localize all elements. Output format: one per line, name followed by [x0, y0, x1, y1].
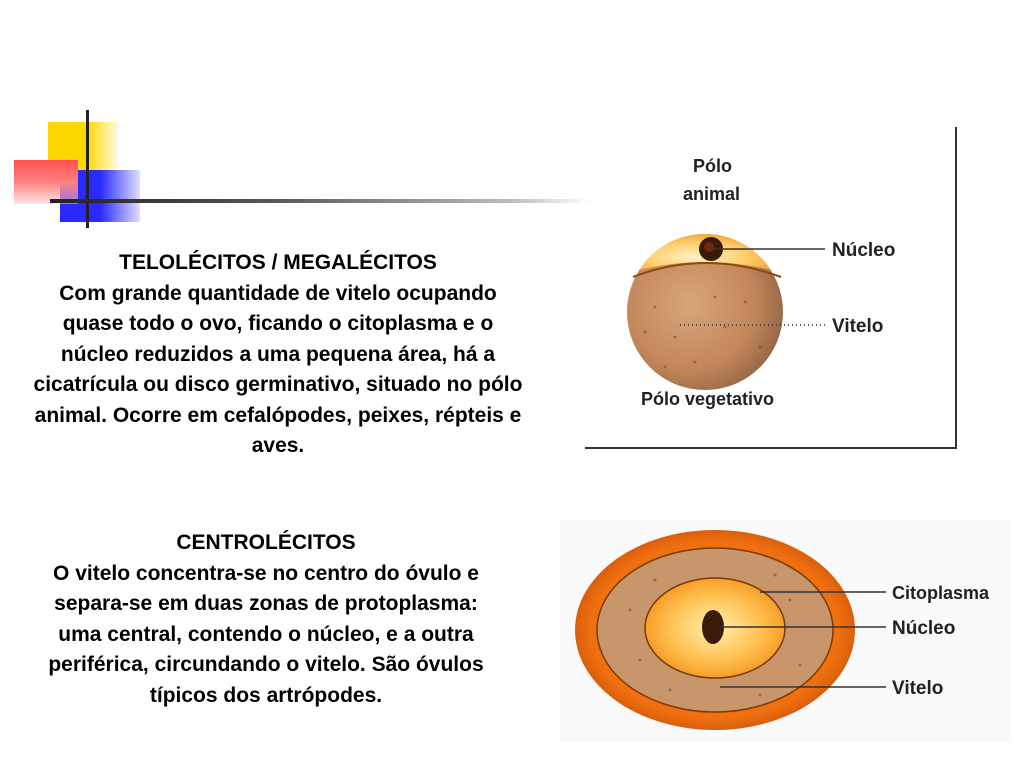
telolecito-egg-diagram: Pólo animal Núcleo Vitelo Pólo vegetativ… — [627, 156, 895, 409]
label-nucleo: Núcleo — [832, 240, 895, 261]
label-polo-vegetativo: Pólo vegetativo — [641, 389, 774, 409]
decor-red-square — [14, 160, 78, 204]
centrolecitos-body: O vitelo concentra-se no centro do óvulo… — [48, 561, 484, 707]
telolecitos-text-block: TELOLÉCITOS / MEGALÉCITOS Com grande qua… — [28, 248, 528, 462]
label-vitelo-centro: Vitelo — [892, 678, 943, 699]
centrolecitos-text-block: CENTROLÉCITOS O vitelo concentra-se no c… — [30, 528, 502, 711]
nucleus-centro — [702, 610, 724, 644]
label-polo-animal-1: Pólo — [693, 156, 732, 176]
yolk-sphere — [627, 234, 783, 390]
label-citoplasma: Citoplasma — [892, 583, 990, 603]
telolecito-egg-figure: Pólo animal Núcleo Vitelo Pólo vegetativ… — [585, 127, 957, 449]
cap-boundary — [632, 262, 782, 278]
centrolecito-egg-diagram: Citoplasma Núcleo Vitelo — [575, 530, 990, 730]
label-vitelo: Vitelo — [832, 316, 883, 337]
telolecitos-heading: TELOLÉCITOS / MEGALÉCITOS — [119, 251, 437, 274]
decor-horizontal-line — [50, 199, 590, 203]
label-polo-animal-2: animal — [683, 184, 740, 204]
centrolecito-egg-figure: Citoplasma Núcleo Vitelo — [560, 520, 1012, 742]
decor-vertical-line — [86, 110, 89, 228]
telolecitos-body: Com grande quantidade de vitelo ocupando… — [33, 281, 523, 458]
centrolecitos-heading: CENTROLÉCITOS — [176, 531, 356, 554]
label-nucleo-centro: Núcleo — [892, 618, 955, 639]
